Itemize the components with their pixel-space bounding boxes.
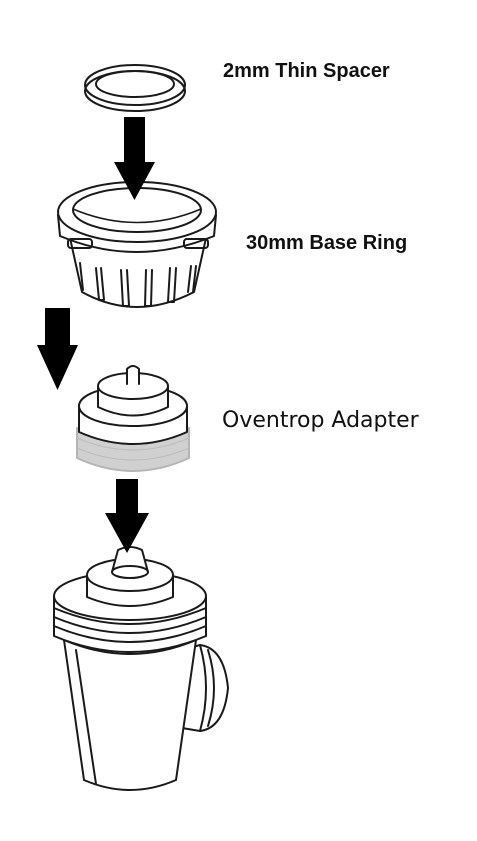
down-arrow-icon xyxy=(114,117,155,200)
base-ring xyxy=(57,181,217,308)
oventrop-adapter xyxy=(76,365,190,472)
down-arrow-icon xyxy=(105,479,149,553)
thin-spacer-ring xyxy=(84,64,186,112)
adapter-label: Oventrop Adapter xyxy=(222,408,419,433)
base-ring-label: 30mm Base Ring xyxy=(246,232,408,254)
down-arrow-icon xyxy=(37,308,78,390)
valve-body xyxy=(53,546,229,791)
spacer-label: 2mm Thin Spacer xyxy=(223,60,390,82)
